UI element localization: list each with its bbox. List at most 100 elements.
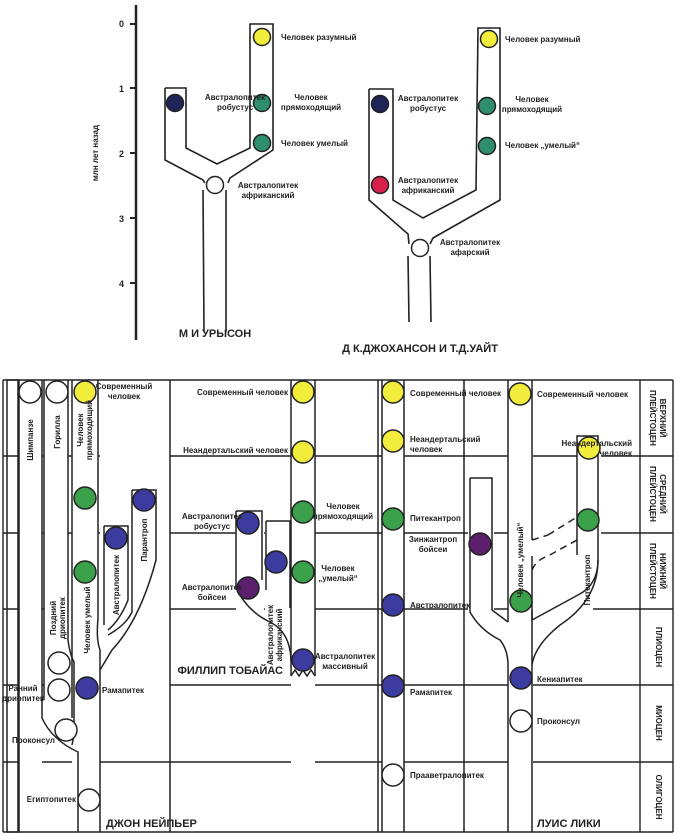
napier-caption: ДЖОН НЕЙПЬЕР	[106, 817, 197, 830]
johanson-robustus-node	[370, 94, 390, 114]
urysov-erectus-label: прямоходящий	[281, 103, 341, 112]
col3-praeaustralopith-label: Прааветралопитек	[410, 771, 485, 780]
epoch-label: ВЕРХНИЙ	[658, 399, 667, 438]
napier-early-dryopith-node	[47, 678, 71, 702]
col3-neanderthal-label: человек	[410, 445, 443, 454]
col3-modern-node	[381, 380, 405, 404]
urysov-tree	[164, 23, 274, 333]
epoch-label: СРЕДНИЙ	[658, 474, 667, 514]
napier-chimp-label: Шимпанзе	[26, 419, 35, 461]
napier-early-dryopith-label: Ранний	[8, 684, 37, 693]
tobias-caption: ФИЛЛИП ТОБАЙАС	[177, 664, 283, 677]
urysov-africanus-label: африканский	[242, 191, 295, 200]
tobias-massive-node	[291, 648, 315, 672]
napier-proconsul-node	[54, 718, 78, 742]
col3-neanderthal-label: Неандертальский	[410, 435, 481, 444]
epoch-label: ПЛЕЙСТОЦЕН	[648, 543, 657, 599]
napier-late-dryopith-node	[47, 651, 71, 675]
leakey-neanderthal-node	[577, 436, 601, 460]
johanson-erectus-node	[477, 96, 497, 116]
leakey-proconsul-label: Проконсул	[537, 717, 580, 726]
tobias-erectus-label: прямоходящий	[313, 512, 373, 521]
col3-neanderthal-node	[381, 429, 405, 453]
tobias-robustus-label: Австралопитек	[182, 512, 243, 521]
leakey-neanderthal-label: Неандертальский	[562, 439, 633, 448]
urysov-africanus-node	[205, 175, 225, 195]
urysov-sapiens-label: Человек разумный	[281, 33, 357, 42]
napier-modern-node	[73, 380, 97, 404]
napier-erectus-label: Человек	[76, 412, 85, 446]
napier-late-dryopith-label: дриопитек	[58, 596, 67, 639]
tobias-habilis-node	[291, 560, 315, 584]
napier-habilis-label: Человек умелый	[83, 586, 92, 653]
leakey-proconsul-node	[509, 709, 533, 733]
napier-proconsul-label: Проконсул	[12, 736, 55, 745]
johanson-afarensis-node	[410, 238, 430, 258]
col3-pithecanthrop-node	[381, 507, 405, 531]
axis-tick-label: 1	[119, 84, 124, 94]
leakey-habilis-label: Человек „умелый“	[516, 523, 525, 598]
napier-aegyptopith-label: Египтопитек	[27, 795, 77, 804]
napier-modern-label: Современный	[96, 382, 153, 391]
tobias-boisei-label: бойсеи	[198, 593, 227, 602]
johanson-africanus-node	[370, 175, 390, 195]
col3-modern-label: Современный человек	[410, 389, 502, 398]
col3-ramapith-node	[381, 674, 405, 698]
johanson-erectus-label: прямоходящий	[502, 105, 562, 114]
col3-australopith-label: Австралопитек	[410, 601, 471, 610]
tobias-neanderthal-node	[291, 440, 315, 464]
col3-praeaustralopith-node	[381, 763, 405, 787]
epoch-label: ПЛЕЙСТОЦЕН	[648, 466, 657, 522]
leakey-modern-node	[508, 382, 532, 406]
col3-pithecanthrop-label: Питекантроп	[410, 514, 461, 523]
johanson-africanus-label: африканский	[402, 186, 455, 195]
napier-gorilla-node	[45, 380, 69, 404]
axis-tick-label: 0	[119, 19, 124, 29]
napier-ramapith-label: Рамапитек	[102, 686, 145, 695]
tobias-habilis-label: Человек	[321, 564, 355, 573]
napier-paranthropus-label: Парантроп	[140, 518, 149, 561]
johanson-habilis-node	[477, 136, 497, 156]
leakey-neanderthal-label: человек	[600, 449, 633, 458]
epoch-label: ПЛИОЦЕН	[654, 627, 663, 668]
urysov-africanus-label: Австралопитек	[238, 181, 299, 190]
napier-late-dryopith-label: Поздний	[49, 601, 58, 635]
tobias-boisei-label: Австралопитек	[182, 583, 243, 592]
urysov-erectus-node	[252, 93, 272, 113]
epoch-label: ОЛИГОЦЕН	[654, 775, 663, 820]
tobias-robustus-label: робустус	[194, 522, 231, 531]
tobias-massive-label: массивный	[322, 662, 368, 671]
axis-tick-label: 2	[119, 149, 124, 159]
napier-australopith-label: Австралопитек	[112, 554, 121, 615]
leakey-caption: ЛУИС ЛИКИ	[537, 818, 601, 830]
axis-tick-label: 4	[119, 279, 124, 289]
johanson-tree	[368, 27, 501, 323]
napier-gorilla-label: Горилла	[53, 415, 62, 449]
tobias-habilis-label: „умелый“	[318, 574, 358, 583]
johanson-africanus-label: Австралопитек	[398, 176, 459, 185]
urysov-sapiens-node	[252, 27, 272, 47]
col3-ramapith-label: Рамапитек	[410, 688, 453, 697]
napier-chimp-node	[18, 380, 42, 404]
leakey-tree	[463, 380, 599, 832]
col3-zinj-label: Зинжантроп	[409, 535, 458, 544]
tobias-boisei-node	[236, 576, 260, 600]
tobias-modern-label: Современный человек	[197, 388, 289, 397]
epoch-label: ПЛЕЙСТОЦЕН	[648, 390, 657, 446]
urysov-erectus-label: Человек	[294, 93, 328, 102]
napier-tree	[6, 379, 157, 833]
col3-australopith-node	[381, 593, 405, 617]
johanson-caption: Д К.ДЖОХАНСОН И Т.Д.УАЙТ	[342, 342, 498, 355]
tobias-erectus-node	[291, 500, 315, 524]
napier-modern-label: человек	[108, 392, 141, 401]
johanson-robustus-label: робустус	[410, 104, 447, 113]
epoch-label: НИЖНИЙ	[658, 553, 667, 589]
napier-early-dryopith-label: дриопитек	[2, 694, 45, 703]
napier-australopith-node	[104, 526, 128, 550]
tobias-africanus-label: африканский	[275, 609, 284, 662]
tobias-erectus-label: Человек	[326, 502, 360, 511]
tobias-robustus-node	[236, 511, 260, 535]
johanson-afarensis-label: Австралопитек	[440, 238, 501, 247]
johanson-erectus-label: Человек	[515, 95, 549, 104]
